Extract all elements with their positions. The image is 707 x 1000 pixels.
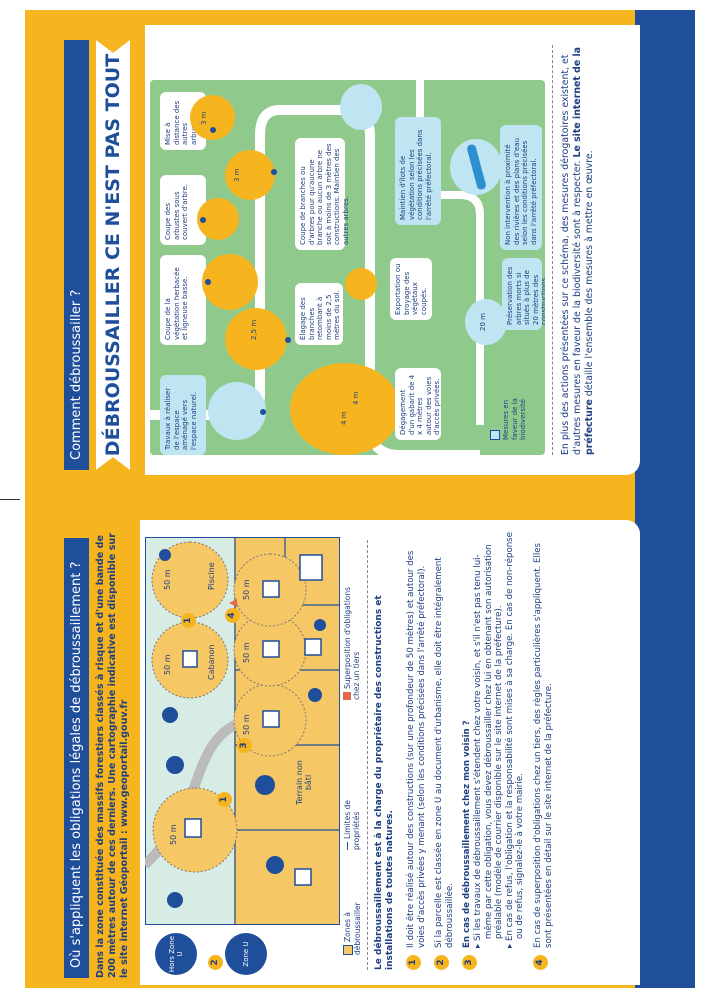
legend-biodiversity-text: Mesures en faveur de la biodiversité: [502, 398, 528, 440]
label-non-intervention: Non intervention à proximité des rivière…: [500, 125, 542, 250]
legend-overlap: Superposition d'obligations chez un tier…: [343, 580, 361, 700]
pointer-dot: [285, 337, 291, 343]
zoning-map: 50 m 50 m 50 m 50 m 50 m 50 m Cabanon Pi…: [145, 537, 340, 925]
number-badge: 2: [434, 955, 450, 970]
label-preservation: Préservation des arbres morts si situés …: [502, 258, 545, 330]
shrub-distance-circle: 3 m: [190, 95, 235, 140]
legend-overlap-text: Superposition d'obligations chez un tier…: [343, 586, 361, 700]
divider: [367, 540, 368, 970]
lead-text: Le débroussaillement est à la charge du …: [374, 595, 395, 970]
zones-swatch: [343, 945, 353, 955]
label-travaux: Travaux à réaliser de l'espace aménagé v…: [160, 375, 206, 455]
distance-label: 50 m: [163, 569, 172, 590]
tree-island-circle: [340, 84, 382, 130]
bullet: ▸ Si les travaux de débroussaillement s'…: [472, 544, 505, 948]
distance-label: 50 m: [169, 824, 178, 845]
measure-3m: 3 m: [233, 168, 241, 183]
pointer-dot: [200, 217, 206, 223]
distance-label: 50 m: [242, 642, 251, 663]
item-text: Il doit être réalisé autour des construc…: [406, 550, 427, 948]
map-marker-2: 2: [208, 955, 223, 970]
map-drawing: [145, 537, 340, 925]
measure-3m: 3 m: [200, 111, 208, 126]
measure-4m: 4 m: [352, 391, 360, 406]
map-marker-3: 3: [237, 738, 252, 753]
slogan-ribbon: DÉBROUSSAILLER CE N'EST PAS TOUT RASER !: [96, 40, 130, 470]
right-footer-text: En plus des actions présentées sur ce sc…: [560, 40, 596, 455]
dead-tree-circle: 20 m: [465, 299, 507, 345]
item-4: 4 En cas de superposition d'obligations c…: [532, 530, 554, 970]
label-exportation: Exportation ou broyage des végétaux coup…: [390, 258, 432, 320]
legend-biodiversity: Mesures en faveur de la biodiversité: [490, 385, 528, 440]
blue-band: [635, 10, 695, 988]
map-marker-4: 4: [225, 608, 240, 623]
overlap-swatch: [343, 692, 351, 700]
pointer-dot: [271, 169, 277, 175]
number-badge: 1: [406, 955, 421, 970]
river-circle: [450, 139, 502, 195]
map-marker-1: 1: [217, 792, 232, 807]
left-panel-intro: Dans la zone constituée des massifs fore…: [95, 533, 130, 978]
bullet: ▸ En cas de refus, l'obligation et la re…: [504, 532, 526, 948]
bullet-text: Si les travaux de débroussaillement s'ét…: [472, 544, 505, 941]
item-text: En cas de superposition d'obligations ch…: [532, 542, 554, 948]
terrain-label: Terrain non bâti: [295, 760, 313, 805]
fold-mark: [0, 499, 20, 500]
label-coupe-vegetation: Coupe de la végétation herbacée et ligne…: [160, 255, 206, 345]
piscine-label: Piscine: [207, 562, 216, 590]
legend-limits: Limites de propriétés: [343, 770, 361, 850]
measure-4m: 4 m: [340, 411, 348, 426]
distance-label: 50 m: [163, 654, 172, 675]
number-badge: 4: [532, 955, 548, 970]
item-1: 1 Il doit être réalisé autour des constru…: [406, 530, 427, 970]
item-3: 3 En cas de débroussaillement chez mon v…: [462, 530, 526, 970]
item-text: Si la parcelle est classée en zone U au …: [434, 557, 455, 948]
right-panel-title: Comment débroussailler ?: [64, 40, 89, 470]
item-title: En cas de débroussaillement chez mon voi…: [462, 720, 473, 948]
distance-label: 50 m: [242, 579, 251, 600]
chipping-circle: [345, 268, 377, 300]
measure-2-5m: 2,5 m: [250, 319, 258, 340]
label-maintien: Maintien d'îlots de végétation selon les…: [395, 117, 441, 225]
number-badge: 3: [462, 955, 478, 970]
divider: [552, 45, 553, 455]
legend-zones: Zones à débroussailler: [343, 865, 362, 955]
left-panel-title: Où s'appliquent les obligations légales …: [64, 538, 89, 978]
cabanon-label: Cabanon: [207, 644, 216, 680]
zone-hors-u-badge: Hors Zone U: [155, 933, 197, 975]
overlap-mark: [229, 599, 237, 607]
map-marker-1: 1: [181, 613, 196, 628]
clearing-illustration: Travaux à réaliser de l'espace aménagé v…: [150, 80, 545, 455]
item-2: 2 Si la parcelle est classée en zone U au…: [434, 530, 455, 970]
pointer-dot: [205, 279, 211, 285]
pruning-circle: 2,5 m: [225, 308, 287, 370]
distance-label: 50 m: [242, 714, 251, 735]
limits-swatch: [347, 842, 348, 850]
label-degagement: Dégagement d'un gabarit de 4 x 4 mètres …: [395, 368, 441, 440]
access-clearance-circle: 4 m 4 m: [290, 363, 400, 455]
biodiversity-swatch: [490, 430, 500, 440]
pointer-dot: [210, 127, 216, 133]
bullet-text: En cas de refus, l'obligation et la resp…: [504, 532, 526, 941]
house-distance-circle: 3 m: [225, 150, 275, 200]
obligations-text: Le débroussaillement est à la charge du …: [374, 530, 554, 970]
legend-limits-text: Limites de propriétés: [343, 800, 361, 850]
footer-end-text: détaille l'ensemble des mesures à mettre…: [584, 150, 595, 400]
house-circle: [208, 382, 266, 440]
measure-20m: 20 m: [479, 313, 487, 331]
label-coupe-branches: Coupe de branches ou d'arbres pour qu'au…: [295, 138, 350, 250]
label-elagage: Élagage des branches retombant à moins d…: [295, 283, 343, 345]
pointer-dot: [260, 409, 266, 415]
river-icon: [466, 143, 487, 191]
zone-u-badge: Zone U: [225, 933, 267, 975]
